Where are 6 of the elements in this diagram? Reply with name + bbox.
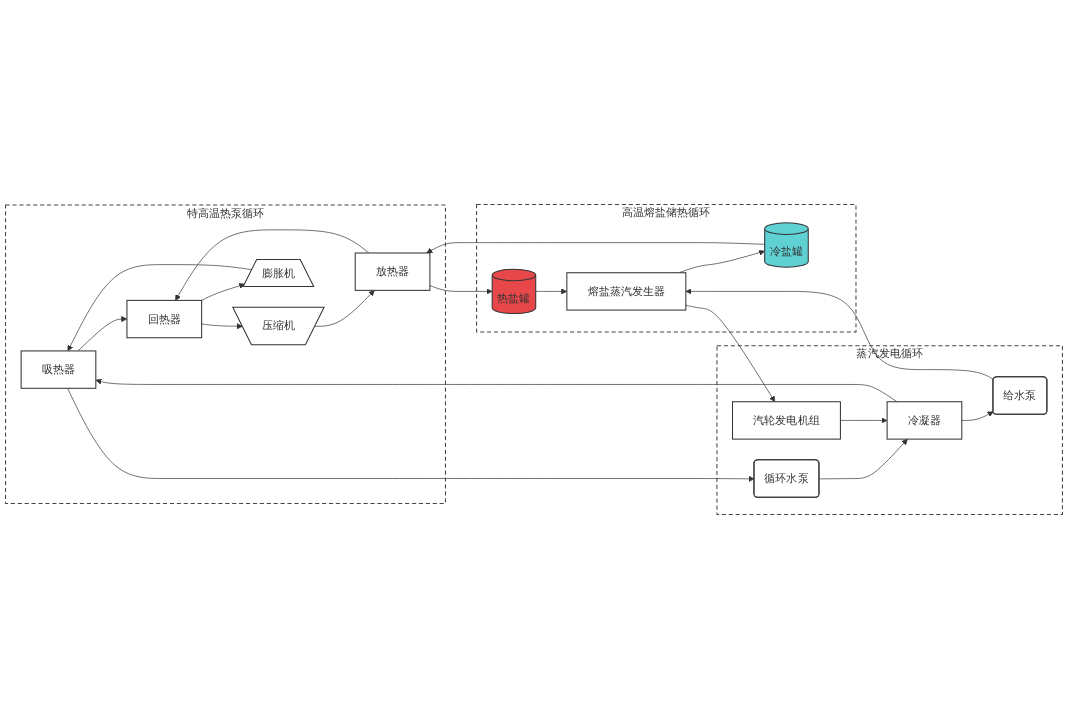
node-box: 吸热器 xyxy=(20,350,97,390)
node-box: 冷凝器 xyxy=(886,401,963,441)
node-box: 熔盐蒸汽发生器 xyxy=(566,272,687,312)
node-box: 汽轮发电机组 xyxy=(732,401,841,441)
node-box: 放热器 xyxy=(354,252,431,292)
node-box: 回热器 xyxy=(126,300,203,339)
